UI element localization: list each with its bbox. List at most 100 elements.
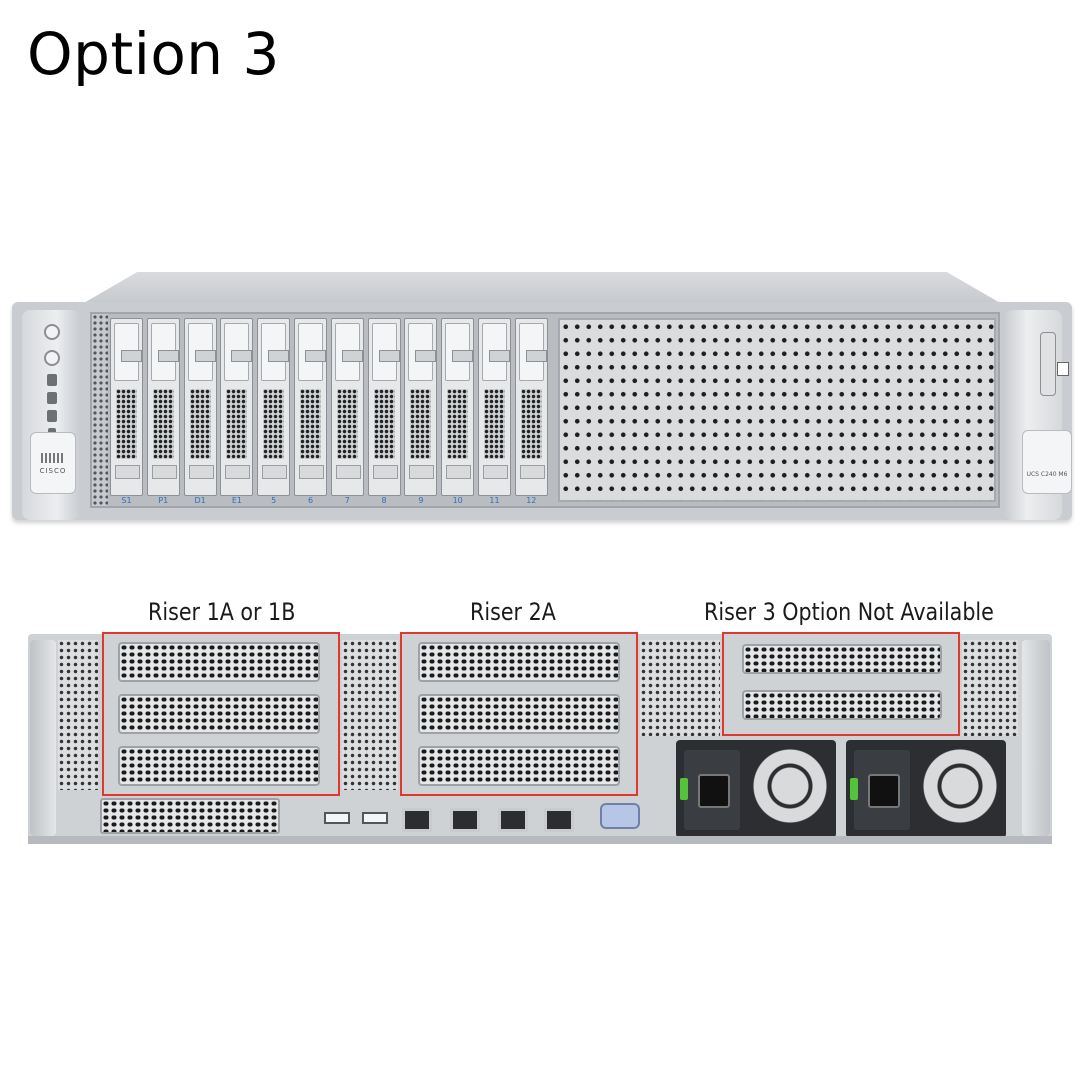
drive-bay-number: 12 xyxy=(526,496,537,505)
pcie-slot-riser3-1[interactable] xyxy=(742,644,942,674)
pcie-slot-riser1-2[interactable] xyxy=(118,694,320,734)
pcie-slot-riser2-1[interactable] xyxy=(418,642,620,682)
ethernet-port-icon[interactable] xyxy=(498,808,528,832)
rear-vent-right xyxy=(962,640,1018,736)
vga-port-icon[interactable] xyxy=(600,803,640,829)
drive-latch-icon[interactable] xyxy=(452,350,474,362)
status-led-icon xyxy=(47,374,57,386)
drive-bay[interactable] xyxy=(404,318,438,496)
drive-bay[interactable] xyxy=(220,318,254,496)
drive-handle[interactable] xyxy=(334,323,363,381)
drive-bay[interactable] xyxy=(330,318,364,496)
drive-handle[interactable] xyxy=(371,323,400,381)
drive-latch-icon[interactable] xyxy=(157,350,179,362)
drive-label-sticker xyxy=(115,465,140,479)
drive-latch-icon[interactable] xyxy=(194,350,216,362)
drive-latch-icon[interactable] xyxy=(268,350,290,362)
drive-vent-grid xyxy=(484,389,505,459)
status-led-icon xyxy=(47,410,57,422)
drive-vent-grid xyxy=(226,389,248,459)
drive-bay[interactable] xyxy=(514,318,548,496)
drive-bay[interactable] xyxy=(110,318,143,496)
drive-vent-grid xyxy=(336,389,358,459)
pcie-slot-riser3-2[interactable] xyxy=(742,690,942,720)
riser1-highlight-box xyxy=(102,632,340,796)
pcie-slot-riser1-1[interactable] xyxy=(118,642,320,682)
ethernet-port-icon[interactable] xyxy=(450,808,480,832)
drive-latch-icon[interactable] xyxy=(525,350,547,362)
drive-bay[interactable] xyxy=(367,318,401,496)
drive-latch-icon[interactable] xyxy=(121,350,142,362)
psu-socket-plate xyxy=(680,750,740,830)
power-socket-icon[interactable] xyxy=(868,774,900,808)
drive-label-sticker xyxy=(188,465,214,479)
drive-bay[interactable] xyxy=(146,318,180,496)
drive-bay-number: E1 xyxy=(231,496,242,505)
pcie-slot-riser1-3[interactable] xyxy=(118,746,320,786)
drive-vent-grid xyxy=(447,389,469,459)
drive-bay[interactable] xyxy=(257,318,291,496)
drive-label-sticker xyxy=(483,465,508,479)
psu-fan-icon xyxy=(750,746,830,826)
drive-bay[interactable] xyxy=(441,318,475,496)
rear-chassis-base xyxy=(28,836,1052,844)
drive-handle[interactable] xyxy=(408,323,437,381)
drive-bay[interactable] xyxy=(183,318,217,496)
riser2-label: Riser 2A xyxy=(470,598,556,626)
kvm-connector-icon[interactable] xyxy=(1040,332,1056,396)
drive-vent-grid xyxy=(263,389,285,459)
rear-vent-center-right xyxy=(640,640,720,736)
drive-latch-icon[interactable] xyxy=(378,350,400,362)
drive-latch-icon[interactable] xyxy=(305,350,326,362)
rear-left-rail xyxy=(30,640,56,836)
psu-release-tab-icon[interactable] xyxy=(680,778,688,800)
psu-socket-plate xyxy=(850,750,910,830)
riser1-label: Riser 1A or 1B xyxy=(148,598,296,626)
pull-tab-icon[interactable] xyxy=(1057,362,1069,376)
drive-latch-icon[interactable] xyxy=(489,350,510,362)
drive-bay-number: S1 xyxy=(121,496,132,505)
rear-vent-left xyxy=(58,640,98,790)
usb-port-icon[interactable] xyxy=(362,812,388,824)
drive-label-sticker xyxy=(409,465,435,479)
drive-handle[interactable] xyxy=(224,323,253,381)
drive-bay[interactable] xyxy=(478,318,511,496)
drive-handle[interactable] xyxy=(150,323,179,381)
drive-label-sticker xyxy=(262,465,288,479)
drive-label-sticker xyxy=(335,465,361,479)
drive-handle[interactable] xyxy=(261,323,290,381)
power-supply-1[interactable] xyxy=(676,740,836,838)
drive-label-sticker xyxy=(151,465,177,479)
ethernet-port-icon[interactable] xyxy=(544,808,574,832)
locator-icon[interactable] xyxy=(44,350,60,366)
drive-label-sticker xyxy=(372,465,398,479)
drive-label-sticker xyxy=(446,465,472,479)
pcie-slot-riser2-2[interactable] xyxy=(418,694,620,734)
pcie-slot-riser2-3[interactable] xyxy=(418,746,620,786)
drive-handle[interactable] xyxy=(114,323,142,381)
power-icon[interactable] xyxy=(44,324,60,340)
usb-port-icon[interactable] xyxy=(324,812,350,824)
power-socket-icon[interactable] xyxy=(698,774,730,808)
drive-latch-icon[interactable] xyxy=(231,350,253,362)
psu-release-tab-icon[interactable] xyxy=(850,778,858,800)
drive-handle[interactable] xyxy=(187,323,216,381)
riser3-label: Riser 3 Option Not Available xyxy=(704,598,994,626)
drive-label-sticker xyxy=(519,465,545,479)
drive-handle[interactable] xyxy=(298,323,326,381)
drive-handle[interactable] xyxy=(445,323,474,381)
drive-latch-icon[interactable] xyxy=(415,350,437,362)
front-vent-strip xyxy=(92,314,108,506)
drive-vent-grid xyxy=(520,389,542,459)
drive-vent-grid xyxy=(410,389,432,459)
drive-blank-panel xyxy=(558,318,996,502)
mlom-blank-panel xyxy=(100,798,280,834)
power-supply-2[interactable] xyxy=(846,740,1006,838)
drive-latch-icon[interactable] xyxy=(341,350,363,362)
ethernet-port-icon[interactable] xyxy=(402,808,432,832)
drive-bay[interactable] xyxy=(294,318,327,496)
drive-bay-number: 5 xyxy=(271,496,277,505)
drive-handle[interactable] xyxy=(482,323,510,381)
drive-handle[interactable] xyxy=(518,323,547,381)
